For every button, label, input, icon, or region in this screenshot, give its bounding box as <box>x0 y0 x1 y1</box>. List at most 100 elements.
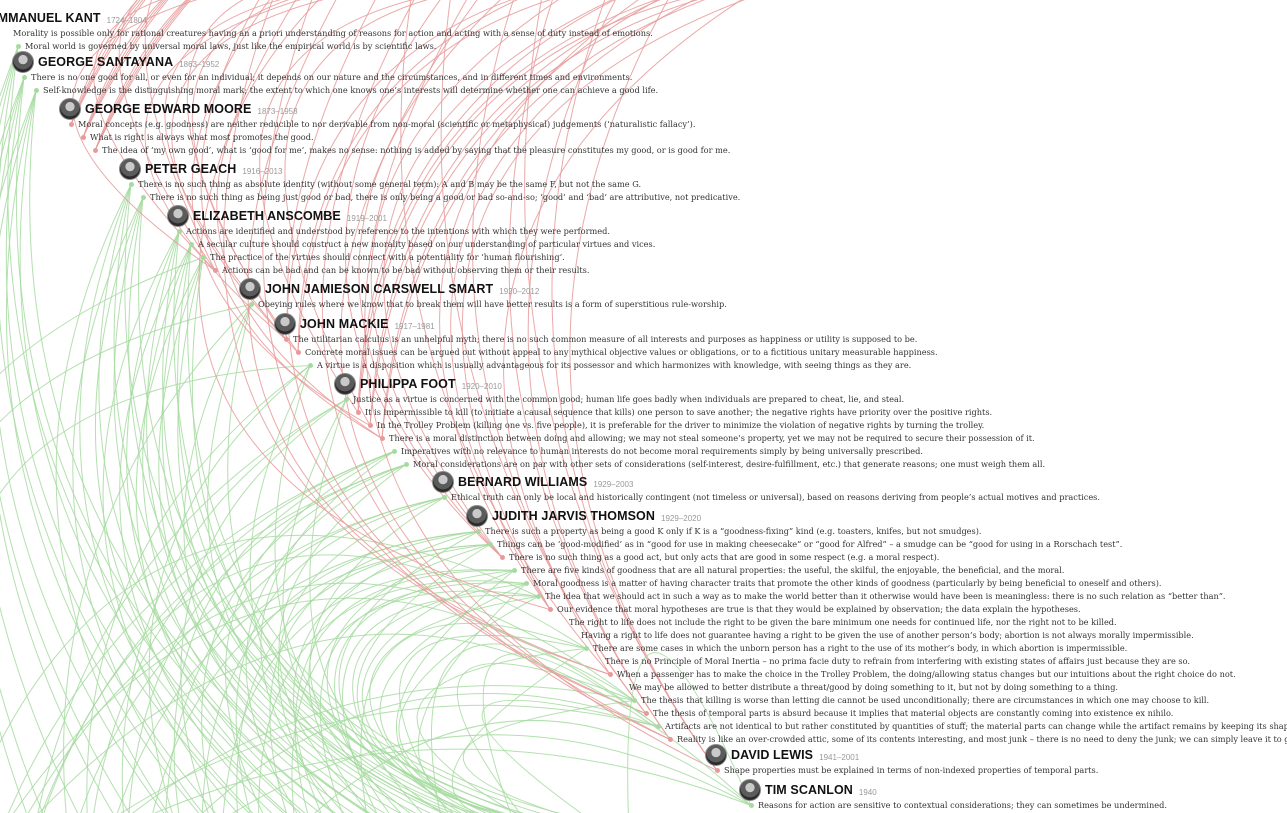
claim-item[interactable]: Moral considerations are on par with oth… <box>404 458 1045 471</box>
disagreement-arc <box>247 0 611 675</box>
claim-item[interactable]: Artifacts are not identical to but rathe… <box>656 720 1287 733</box>
portrait-icon[interactable] <box>239 278 261 300</box>
claim-item[interactable]: When a passenger has to make the choice … <box>608 668 1236 681</box>
portrait-icon[interactable] <box>59 98 81 120</box>
claim-item[interactable]: There is no such thing as a good act, bu… <box>500 551 939 564</box>
philosopher-name[interactable]: TIM SCANLON <box>765 783 853 797</box>
disagreement-arc <box>450 0 695 610</box>
claim-item[interactable]: Reality is like an over-crowded attic, s… <box>668 733 1287 746</box>
claim-item[interactable]: Actions are identified and understood by… <box>177 225 610 238</box>
claim-item[interactable]: Justice as a virtue is concerned with th… <box>344 393 904 406</box>
claim-item[interactable]: The thesis of temporal parts is absurd b… <box>644 707 1173 720</box>
claim-item[interactable]: Shape properties must be explained in te… <box>715 764 1098 777</box>
disagreement-arc <box>70 0 146 125</box>
claim-text: The idea of ‘my own good’, what is ‘good… <box>102 145 731 155</box>
disagreement-arc <box>472 0 647 714</box>
claim-item[interactable]: Actions can be bad and can be known to b… <box>213 264 589 277</box>
claim-item[interactable]: There is no Principle of Moral Inertia –… <box>596 655 1190 668</box>
philosopher-name[interactable]: JOHN MACKIE <box>300 317 389 331</box>
claim-text: We may be allowed to better distribute a… <box>629 682 1119 692</box>
claim-item[interactable]: Morality is possible only for rational c… <box>4 27 653 40</box>
disagreement-arc <box>369 0 661 426</box>
claim-text: Artifacts are not identical to but rathe… <box>665 721 1287 731</box>
claim-item[interactable]: The utilitarian calculus is an unhelpful… <box>284 333 917 346</box>
portrait-icon[interactable] <box>334 373 356 395</box>
philosopher-name[interactable]: PETER GEACH <box>145 162 237 176</box>
philosopher-name[interactable]: IMMANUEL KANT <box>0 11 101 25</box>
agreement-arc <box>41 554 587 813</box>
claim-item[interactable]: Our evidence that moral hypotheses are t… <box>548 603 1081 616</box>
disagreement-arc <box>259 0 414 413</box>
claim-item[interactable]: A secular culture should construct a new… <box>189 238 655 251</box>
claim-item[interactable]: Self-knowledge is the distinguishing mor… <box>34 84 658 97</box>
claim-text: Concrete moral issues can be argued out … <box>305 347 938 357</box>
claim-item[interactable]: The idea that we should act in such a wa… <box>536 590 1226 603</box>
claim-item[interactable]: What is right is always what most promot… <box>81 131 314 144</box>
claim-text: Actions are identified and understood by… <box>186 226 610 236</box>
claim-item[interactable]: Moral concepts (e.g. goodness) are neith… <box>69 118 695 131</box>
portrait-icon[interactable] <box>432 471 454 493</box>
claim-text: A virtue is a disposition which is usual… <box>317 360 912 370</box>
claim-item[interactable]: The thesis that killing is worse than le… <box>632 694 1209 707</box>
agreement-arc <box>43 464 407 813</box>
philosopher-dates: 1863–1952 <box>179 59 220 69</box>
claim-item[interactable]: There is a moral distinction between doi… <box>380 432 1035 445</box>
claim-text: Things can be ‘good-modified’ as in “goo… <box>497 539 1123 549</box>
agreement-arc <box>308 531 479 813</box>
portrait-icon[interactable] <box>274 313 296 335</box>
disagreement-arc <box>82 0 165 138</box>
agreement-arc <box>7 451 395 813</box>
portrait-icon[interactable] <box>739 779 761 801</box>
claim-item[interactable]: Having a right to life does not guarante… <box>572 629 1194 642</box>
philosopher-name[interactable]: GEORGE SANTAYANA <box>38 55 174 69</box>
claim-item[interactable]: Ethical truth can only be local and hist… <box>442 491 1100 504</box>
claim-item[interactable]: Moral world is governed by universal mor… <box>16 40 436 53</box>
agreement-arc <box>55 184 169 813</box>
philosopher-name[interactable]: BERNARD WILLIAMS <box>458 475 588 489</box>
portrait-icon[interactable] <box>705 744 727 766</box>
philosopher-name[interactable]: JUDITH JARVIS THOMSON <box>492 509 656 523</box>
philosopher-name[interactable]: GEORGE EDWARD MOORE <box>85 102 252 116</box>
claim-item[interactable]: Concrete moral issues can be argued out … <box>296 346 938 359</box>
claim-item[interactable]: There are five kinds of goodness that ar… <box>512 564 1064 577</box>
portrait-icon[interactable] <box>12 51 34 73</box>
agreement-arc <box>338 531 479 813</box>
philosopher-name[interactable]: ELIZABETH ANSCOMBE <box>193 209 341 223</box>
portrait-icon[interactable] <box>167 205 189 227</box>
claim-link-dot <box>22 75 27 80</box>
agreement-arc <box>232 734 752 813</box>
agreement-arc <box>235 497 445 813</box>
claim-text: Ethical truth can only be local and hist… <box>451 492 1100 502</box>
claim-item[interactable]: There is such a property as being a good… <box>476 525 982 538</box>
claim-item[interactable]: There is no such thing as being just goo… <box>141 191 740 204</box>
claim-item[interactable]: Reasons for action are sensitive to cont… <box>749 799 1167 812</box>
philosopher-dates: 1940 <box>858 787 877 797</box>
claim-item[interactable]: There are some cases in which the unborn… <box>584 642 1127 655</box>
claim-item[interactable]: It is impermissible to kill (to initiate… <box>356 406 992 419</box>
claim-item[interactable]: The idea of ‘my own good’, what is ‘good… <box>93 144 730 157</box>
claim-item[interactable]: There is no one good for all, or even fo… <box>22 71 632 84</box>
philosopher-name[interactable]: DAVID LEWIS <box>731 748 814 762</box>
philosopher-name[interactable]: PHILIPPA FOOT <box>360 377 456 391</box>
claim-item[interactable]: Things can be ‘good-modified’ as in “goo… <box>488 538 1122 551</box>
agreement-arc <box>222 569 515 813</box>
portrait-icon[interactable] <box>119 158 141 180</box>
claim-item[interactable]: The right to life does not include the r… <box>560 616 1117 629</box>
claim-item[interactable]: Moral goodness is a matter of having cha… <box>524 577 1162 590</box>
claim-link-dot <box>572 633 577 638</box>
claim-item[interactable]: Imperatives with no relevance to human i… <box>392 445 923 458</box>
claim-item[interactable]: In the Trolley Problem (killing one vs. … <box>368 419 984 432</box>
philosopher-name[interactable]: JOHN JAMIESON CARSWELL SMART <box>265 282 494 296</box>
claim-link-dot <box>608 672 613 677</box>
claim-item[interactable]: Obeying rules where we know that to brea… <box>249 298 727 311</box>
claim-item[interactable]: There is no such thing as absolute ident… <box>129 178 641 191</box>
claim-item[interactable]: A virtue is a disposition which is usual… <box>308 359 911 372</box>
agreement-arc <box>278 464 407 813</box>
portrait-icon[interactable] <box>466 505 488 527</box>
disagreement-arc <box>285 0 513 340</box>
agreement-arc <box>187 244 561 813</box>
agreement-arc <box>121 399 347 813</box>
claim-item[interactable]: The practice of the virtues should conne… <box>201 251 565 264</box>
disagreement-arc <box>144 0 302 340</box>
claim-item[interactable]: We may be allowed to better distribute a… <box>620 681 1118 694</box>
